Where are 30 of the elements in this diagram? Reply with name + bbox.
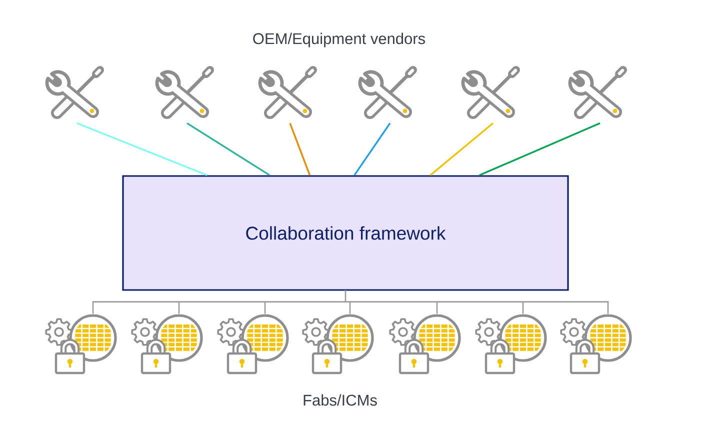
connector-line [436,302,438,314]
connector-line [522,302,524,314]
tools-icon [258,66,317,119]
wafer-lock-icon [560,314,632,374]
connector-line [264,302,266,314]
wafer-lock-icon [302,314,374,374]
wafer-lock-icon [475,314,547,374]
connector-line [430,122,494,176]
connector-line [289,122,311,176]
wafer-lock-icon [45,314,117,374]
tools-icon [358,66,417,119]
wafer-lock-icon [389,314,461,374]
tools-icon [461,66,520,119]
tools-icon [45,66,104,119]
tools-icon [155,66,214,119]
connector-line [607,302,609,314]
connector-line [479,122,600,176]
connector-line [92,290,609,302]
process-box: Collaboration framework [122,175,569,291]
connector-line [349,302,351,314]
wafer-lock-icon [217,314,289,374]
connector-line [92,302,94,314]
tools-icon [568,66,627,119]
connector-line [178,302,180,314]
wafer-lock-icon [131,314,203,374]
connector-line [76,122,208,176]
connector-line [354,122,391,176]
group-label: Fabs/ICMs [304,394,377,406]
group-label: OEM/Equipment vendors [253,32,425,48]
connector-line [186,122,270,176]
